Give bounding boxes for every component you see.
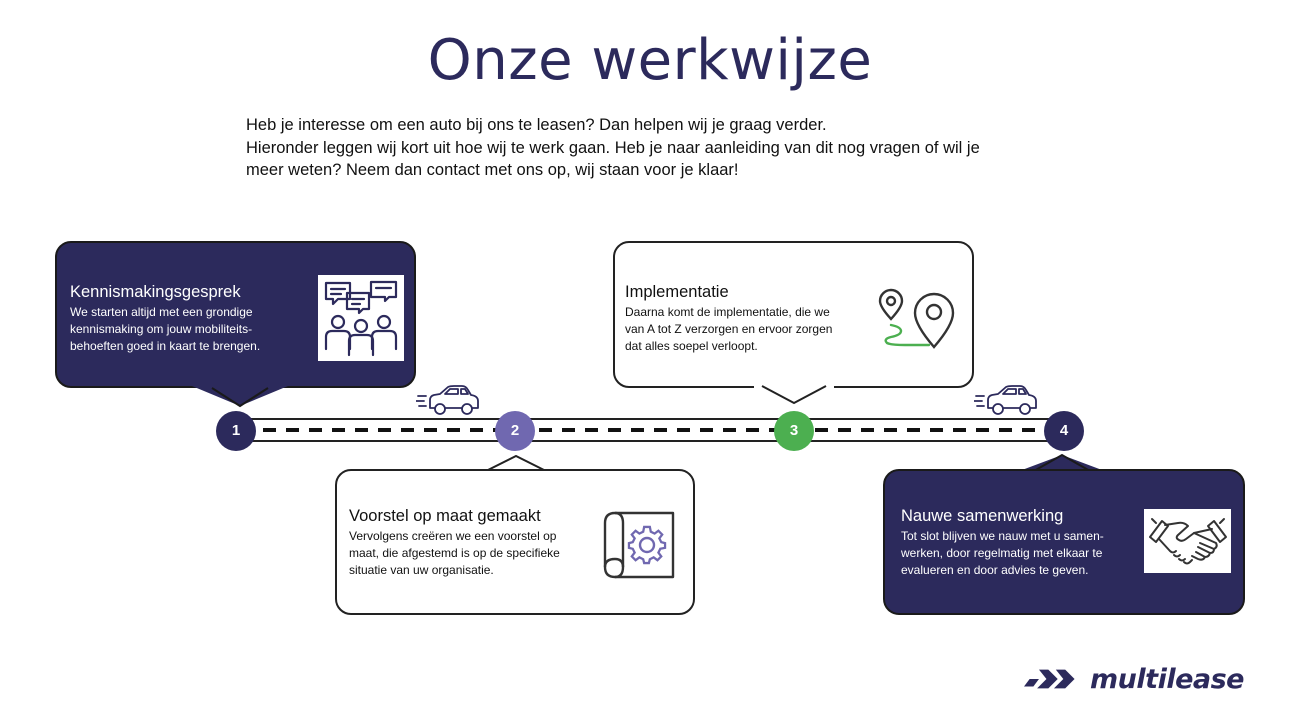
step-card-3: Implementatie Daarna komt de implementat… xyxy=(613,241,974,388)
step-body-line: evalueren en door advies te geven. xyxy=(901,563,1089,577)
intro-line-2: Hieronder leggen wij kort uit hoe wij te… xyxy=(246,138,980,157)
handshake-icon xyxy=(1144,509,1231,573)
step-body-line: Tot slot blijven we nauw met u samen- xyxy=(901,529,1104,543)
car-icon xyxy=(974,385,1037,415)
intro-line-1: Heb je interesse om een auto bij ons te … xyxy=(246,116,827,134)
road-dashes xyxy=(240,428,1060,432)
step-body-line: behoeften goed in kaart te brengen. xyxy=(70,339,261,353)
step-title: Voorstel op maat gemaakt xyxy=(349,507,541,525)
step-card-2: Voorstel op maat gemaakt Vervolgens creë… xyxy=(335,469,695,615)
step-node-2: 2 xyxy=(495,411,535,451)
route-pins-icon xyxy=(875,287,959,351)
step-card-1: Kennismakingsgesprek We starten altijd m… xyxy=(55,241,416,388)
step-card-4: Nauwe samenwerking Tot slot blijven we n… xyxy=(883,469,1245,615)
step-body-line: We starten altijd met een grondige xyxy=(70,305,253,319)
logo-arrows-icon xyxy=(1024,669,1075,689)
multilease-logo: multilease xyxy=(1024,662,1244,696)
step-node-3: 3 xyxy=(774,411,814,451)
step-body-line: van A tot Z verzorgen en ervoor zorgen xyxy=(625,322,833,336)
intro-line-3: meer weten? Neem dan contact met ons op,… xyxy=(246,161,739,179)
step-body-line: maat, die afgestemd is op de specifieke xyxy=(349,546,560,560)
blueprint-gear-icon xyxy=(599,504,679,580)
step-body-line: Vervolgens creëren we een voorstel op xyxy=(349,529,557,543)
callout-pointer xyxy=(754,384,834,405)
intro-text: Heb je interesse om een auto bij ons te … xyxy=(246,114,1066,182)
group-chat-icon xyxy=(318,275,404,361)
step-node-1: 1 xyxy=(216,411,256,451)
page-title: Onze werkwijze xyxy=(427,28,873,93)
step-node-4: 4 xyxy=(1044,411,1084,451)
step-body-line: kennismaking om jouw mobiliteits- xyxy=(70,322,253,336)
step-body-line: Daarna komt de implementatie, die we xyxy=(625,305,830,319)
car-icon xyxy=(416,385,479,415)
brand-name: multilease xyxy=(1090,663,1244,695)
step-body-line: dat alles soepel verloopt. xyxy=(625,339,758,353)
step-title: Implementatie xyxy=(625,283,729,301)
step-title: Nauwe samenwerking xyxy=(901,507,1064,525)
callout-pointer xyxy=(1014,453,1110,473)
callout-pointer xyxy=(192,386,288,408)
step-title: Kennismakingsgesprek xyxy=(70,283,241,301)
step-body-line: situatie van uw organisatie. xyxy=(349,563,494,577)
step-body-line: werken, door regelmatig met elkaar te xyxy=(901,546,1103,560)
